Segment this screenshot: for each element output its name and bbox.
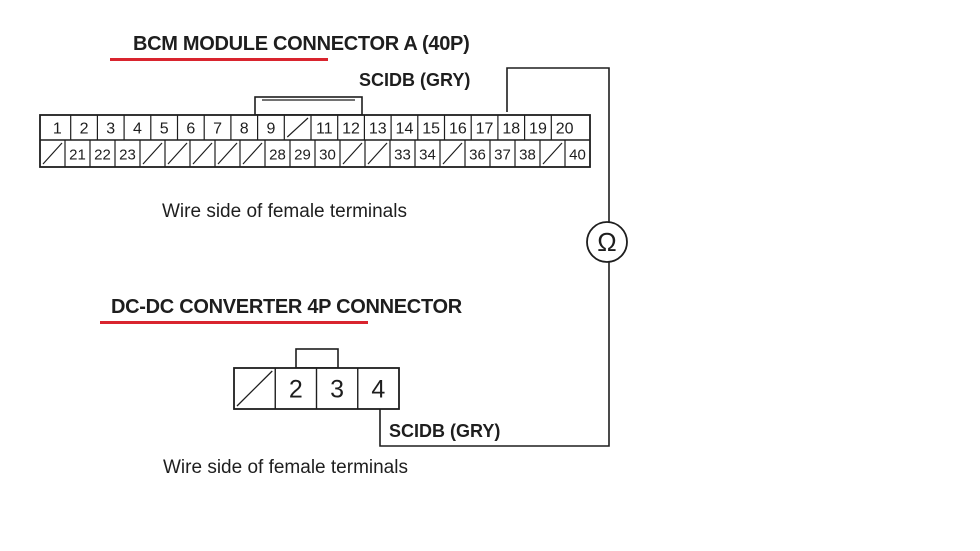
bcm-terminal-number: 15 [422, 121, 440, 138]
bcm-unused-terminal [442, 142, 463, 165]
dcdc-caption: Wire side of female terminals [163, 457, 408, 478]
bcm-unused-terminal [217, 142, 238, 165]
bcm-terminal-number: 20 [556, 121, 574, 138]
bcm-unused-terminal [142, 142, 163, 165]
bcm-wire-label: SCIDB (GRY) [359, 70, 471, 90]
bcm-unused-terminal [286, 117, 309, 138]
ohm-symbol: Ω [597, 227, 616, 257]
bcm-title-underline [110, 58, 328, 61]
bcm-terminal-number: 22 [94, 147, 111, 164]
bcm-terminal-number: 5 [160, 121, 169, 138]
dcdc-terminal-number: 4 [371, 376, 385, 404]
bcm-unused-terminal [342, 142, 363, 165]
bcm-terminal-number: 38 [519, 147, 536, 164]
test-wire-path [506, 67, 610, 222]
bcm-terminal-number: 18 [502, 121, 520, 138]
bcm-terminal-number: 29 [294, 147, 311, 164]
dcdc-title-underline [100, 321, 368, 324]
bcm-connector-title: BCM MODULE CONNECTOR A (40P) [133, 33, 470, 55]
bcm-terminal-number: 8 [240, 121, 249, 138]
bcm-unused-terminal [192, 142, 213, 165]
bcm-terminal-number: 28 [269, 147, 286, 164]
bcm-unused-terminal [367, 142, 388, 165]
bcm-terminal-number: 4 [133, 121, 142, 138]
ohmmeter-icon [586, 221, 628, 263]
bcm-caption: Wire side of female terminals [162, 201, 407, 222]
bcm-terminal-number: 1 [53, 121, 62, 138]
bcm-terminal-number: 16 [449, 121, 467, 138]
bcm-terminal-number: 6 [186, 121, 195, 138]
bcm-terminal-number: 34 [419, 147, 436, 164]
bcm-terminal-number: 33 [394, 147, 411, 164]
bcm-terminal-number: 37 [494, 147, 511, 164]
bcm-unused-terminal [542, 142, 563, 165]
bcm-terminal-number: 12 [342, 121, 360, 138]
dcdc-connector-title: DC-DC CONVERTER 4P CONNECTOR [111, 296, 462, 318]
bcm-unused-terminal [167, 142, 188, 165]
dcdc-terminal-number: 2 [289, 376, 303, 404]
bcm-terminal-number: 36 [469, 147, 486, 164]
bcm-terminal-number: 2 [80, 121, 89, 138]
bcm-terminal-number: 7 [213, 121, 222, 138]
bcm-terminal-number: 13 [369, 121, 387, 138]
bcm-terminal-number: 11 [316, 121, 333, 138]
bcm-terminal-number: 19 [529, 121, 547, 138]
bcm-terminal-number: 21 [69, 147, 86, 164]
bcm-terminal-number: 14 [396, 121, 414, 138]
bcm-terminal-number: 3 [106, 121, 115, 138]
bcm-terminal-number: 30 [319, 147, 336, 164]
test-wire-path-lower [379, 262, 610, 447]
bcm-terminal-number: 23 [119, 147, 136, 164]
bcm-terminal-number: 40 [569, 147, 586, 164]
bcm-unused-terminal [42, 142, 63, 165]
dcdc-wire-label: SCIDB (GRY) [389, 421, 501, 441]
bcm-unused-terminal [242, 142, 263, 165]
bcm-terminal-number: 17 [476, 121, 494, 138]
bcm-terminal-number: 9 [266, 121, 275, 138]
dcdc-terminal-number: 3 [330, 376, 344, 404]
dcdc-unused-terminal [236, 370, 273, 407]
